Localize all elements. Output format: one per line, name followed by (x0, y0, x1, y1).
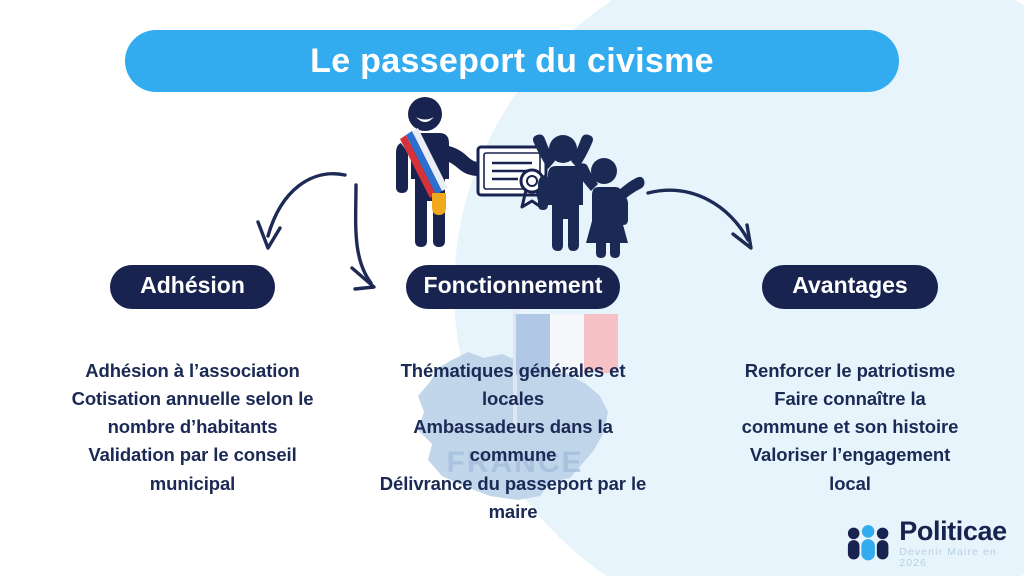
child-b-left-arm (576, 163, 598, 191)
mayor-head (408, 97, 442, 131)
france-map-watermark: FRANCE (418, 305, 618, 500)
body-line: locales (481, 387, 545, 409)
child-a-body (548, 166, 583, 251)
child-b-body (586, 187, 628, 243)
pill-adhesion[interactable]: Adhésion (110, 265, 275, 309)
mayor-with-sash-and-certificate-icon (396, 97, 548, 247)
arrow-to-adhesion (266, 172, 347, 238)
body-line: Valoriser l’engagement (749, 444, 951, 466)
body-avantages: Renforcer le patriotisme Faire connaître… (690, 357, 1010, 498)
three-people-group-icon (847, 525, 889, 561)
central-illustration (396, 97, 645, 258)
mayor-right-arm (444, 145, 486, 176)
body-line: Adhésion à l’association (85, 359, 300, 381)
flag-band-red (584, 314, 618, 374)
body-line: Validation par le conseil (88, 444, 297, 466)
two-children-celebrating-icon (533, 134, 645, 258)
pill-avantages[interactable]: Avantages (762, 265, 938, 309)
mayor-sash-blue (406, 131, 442, 195)
body-line: nombre d’habitants (107, 416, 278, 438)
mayor-sash-tassel (432, 193, 446, 215)
mayor-left-arm (396, 143, 408, 193)
body-line: Délivrance du passeport par le (379, 472, 647, 494)
column-fonctionnement: Fonctionnement Thématiques générales et … (352, 265, 674, 526)
child-b-backpack (618, 195, 628, 225)
body-line: Thématiques générales et (400, 359, 626, 381)
france-map-label: FRANCE (447, 446, 584, 479)
logo-text: Politicae Devenir Maire en 2026 (899, 518, 1024, 568)
slide-title-bar: Le passeport du civisme (125, 30, 899, 92)
arrow-to-adhesion-head (256, 220, 282, 250)
flag-band-white (550, 314, 584, 374)
child-a-backpack (538, 175, 548, 210)
child-b-head (591, 158, 617, 184)
mayor-sash-red (400, 135, 436, 198)
child-a-left-arm (533, 134, 555, 169)
politicae-logo[interactable]: Politicae Devenir Maire en 2026 (845, 518, 1024, 568)
mayor-smile (416, 117, 434, 122)
body-line: Faire connaître la (774, 387, 926, 409)
body-line: commune et son histoire (741, 416, 959, 438)
pill-fonctionnement[interactable]: Fonctionnement (405, 265, 621, 309)
body-fonctionnement: Thématiques générales et locales Ambassa… (352, 357, 674, 527)
body-line: Ambassadeurs dans la (413, 416, 613, 438)
certificate-icon (476, 145, 548, 209)
body-line: local (829, 472, 871, 494)
column-avantages: Avantages Renforcer le patriotisme Faire… (690, 265, 1010, 498)
body-line: commune (469, 444, 557, 466)
child-a-head (549, 135, 577, 163)
flag-band-blue (516, 314, 550, 375)
page-title: Le passeport du civisme (310, 41, 714, 80)
child-b-right-arm (618, 176, 645, 199)
logo-name: Politicae (899, 516, 1007, 546)
body-line: Cotisation annuelle selon le (71, 387, 314, 409)
logo-tagline: Devenir Maire en 2026 (899, 546, 997, 569)
body-line: Renforcer le patriotisme (744, 359, 956, 381)
child-b-legs (596, 243, 620, 258)
mayor-sash-white (412, 128, 448, 191)
column-adhesion: Adhésion Adhésion à l’association Cotisa… (30, 265, 355, 498)
body-line: municipal (149, 472, 236, 494)
body-line: maire (488, 501, 538, 523)
child-a-right-arm (571, 134, 593, 169)
body-adhesion: Adhésion à l’association Cotisation annu… (30, 357, 355, 498)
